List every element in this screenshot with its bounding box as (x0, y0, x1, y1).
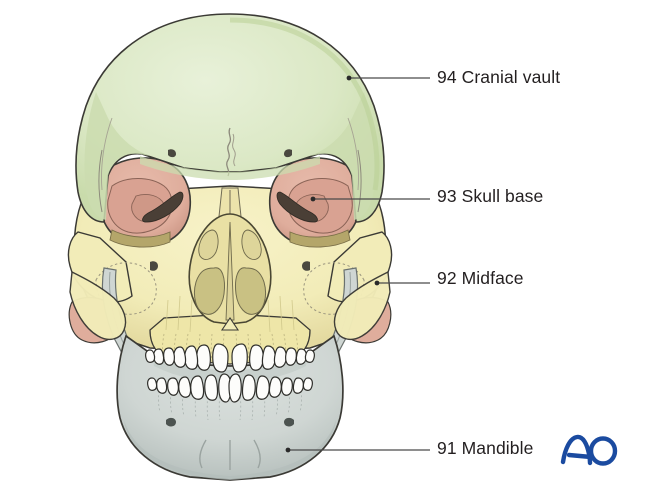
leader-lines (285, 75, 430, 453)
label-cranial-vault: 94 Cranial vault (437, 67, 561, 87)
region-cranial-vault (75, 13, 385, 223)
leader-cranial-vault (346, 75, 430, 81)
leader-midface (374, 280, 430, 286)
label-mandible: 91 Mandible (437, 438, 534, 458)
teeth-group (145, 343, 315, 403)
label-skull-base: 93 Skull base (437, 186, 544, 206)
leader-skull-base (310, 196, 430, 202)
ao-foundation-logo: AO (560, 434, 618, 466)
label-midface: 92 Midface (437, 268, 524, 288)
zygomatic-arches (69, 270, 391, 341)
leader-mandible (285, 447, 430, 453)
